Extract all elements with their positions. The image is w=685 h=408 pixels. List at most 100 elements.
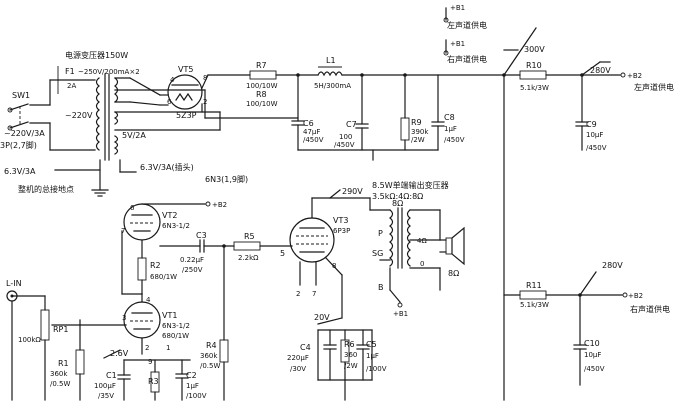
svg-text:/450V: /450V (334, 141, 355, 149)
svg-text:C2: C2 (186, 371, 197, 380)
svg-text:/35V: /35V (98, 392, 114, 400)
svg-text:/0.5W: /0.5W (50, 380, 70, 388)
svg-text:220μF: 220μF (287, 354, 309, 362)
svg-text:290V: 290V (342, 187, 363, 196)
svg-text:/450V: /450V (444, 136, 465, 144)
svg-text:6P3P: 6P3P (333, 227, 350, 235)
svg-text:VT5: VT5 (178, 65, 193, 74)
capacitor-c9: C9 10μF /450V (575, 74, 607, 152)
svg-text:R7: R7 (256, 61, 267, 70)
svg-text:2.2kΩ: 2.2kΩ (238, 254, 259, 262)
svg-text:680/1W: 680/1W (162, 332, 189, 340)
svg-text:C9: C9 (586, 120, 597, 129)
right-channel-supply: R11 5.1k/3W 280V +B2 右声道供电 C10 10μF /450… (503, 261, 670, 386)
svg-text:/100V: /100V (366, 365, 387, 373)
svg-text:R4: R4 (206, 341, 217, 350)
svg-text:~220V/3A: ~220V/3A (4, 129, 45, 138)
svg-text:6N3(1,9脚): 6N3(1,9脚) (205, 174, 248, 184)
svg-text:/2W: /2W (344, 362, 358, 370)
svg-text:R2: R2 (150, 261, 161, 270)
svg-text:47μF: 47μF (303, 128, 320, 136)
svg-text:SG: SG (372, 249, 383, 258)
filter-capacitors: C6 47μF /450V C7 100 /450V R9 390k /2W C… (291, 74, 465, 161)
svg-text:F1: F1 (65, 67, 75, 76)
vt1-cathode-network: 2.6V 9 C1 100μF /35V R3 C2 1μF /100V (94, 349, 207, 401)
svg-text:R3: R3 (148, 377, 159, 386)
svg-text:/450V: /450V (303, 136, 324, 144)
svg-text:390k: 390k (411, 128, 429, 136)
svg-text:3: 3 (122, 314, 126, 322)
svg-text:电源变压器150W: 电源变压器150W (65, 50, 128, 60)
svg-text:/450V: /450V (586, 144, 607, 152)
svg-text:L-IN: L-IN (6, 279, 22, 288)
svg-text:5.1k/3W: 5.1k/3W (520, 301, 549, 309)
svg-text:6.3V/3A: 6.3V/3A (4, 167, 36, 176)
svg-text:280V: 280V (602, 261, 623, 270)
svg-text:2: 2 (203, 98, 207, 106)
svg-text:280V: 280V (590, 66, 611, 75)
svg-text:C4: C4 (300, 343, 311, 352)
svg-text:/0.5W: /0.5W (200, 362, 220, 370)
svg-text:5Z3P: 5Z3P (176, 111, 197, 120)
svg-text:R10: R10 (526, 61, 542, 70)
svg-text:左声道供电: 左声道供电 (634, 82, 674, 92)
svg-text:右声道供电: 右声道供电 (630, 304, 670, 314)
svg-text:C10: C10 (584, 339, 600, 348)
tube-vt2: VT2 6N3-1/2 6 7 +B2 R2 680/1W (121, 201, 227, 295)
svg-text:P: P (378, 229, 383, 238)
svg-text:1: 1 (166, 344, 170, 352)
svg-text:+B2: +B2 (628, 292, 643, 300)
vt3-cathode-bias: 20V C4 220μF /30V R6 360 /2W C5 1μF /100… (287, 313, 387, 401)
input-stage: L-IN RP1 100kΩ R1 360k /0.5W (6, 279, 127, 401)
svg-text:R8: R8 (256, 90, 267, 99)
svg-text:VT1: VT1 (162, 311, 177, 320)
svg-text:6: 6 (130, 204, 135, 212)
svg-text:8.5W单端输出变压器: 8.5W单端输出变压器 (372, 180, 449, 190)
svg-text:/30V: /30V (290, 365, 306, 373)
svg-text:8Ω: 8Ω (448, 269, 459, 278)
svg-text:6N3-1/2: 6N3-1/2 (162, 322, 190, 330)
svg-text:0: 0 (420, 260, 424, 268)
svg-text:5: 5 (280, 249, 285, 258)
output-transformer: 8.5W单端输出变压器 3.5kΩ:4Ω:8Ω 8Ω 4Ω 0 P SG B +… (369, 180, 449, 318)
svg-text:/450V: /450V (584, 365, 605, 373)
svg-text:C3: C3 (196, 231, 207, 240)
svg-text:2.6V: 2.6V (110, 349, 129, 358)
svg-text:R1: R1 (58, 359, 69, 368)
svg-text:VT3: VT3 (333, 216, 348, 225)
svg-text:+B2: +B2 (212, 201, 227, 209)
coupling-c3-r5: C3 0.22μF /250V R5 2.2kΩ R4 360k /0.5W (159, 231, 293, 401)
svg-text:5H/300mA: 5H/300mA (314, 82, 351, 90)
svg-text:2: 2 (296, 290, 300, 298)
svg-text:6N3-1/2: 6N3-1/2 (162, 222, 190, 230)
svg-text:100/10W: 100/10W (246, 100, 278, 108)
choke-l1: L1 5H/300mA (314, 56, 351, 90)
svg-text:VT2: VT2 (162, 211, 177, 220)
resistor-r7-r8: R7 100/10W R8 100/10W (246, 61, 278, 108)
rectifier-vt5: VT5 4 6 8 2 5Z3P (159, 65, 209, 120)
svg-text:右声道供电: 右声道供电 (447, 54, 487, 64)
svg-text:~250V/200mA×2: ~250V/200mA×2 (78, 68, 140, 76)
svg-text:/2W: /2W (411, 136, 425, 144)
svg-text:100: 100 (339, 133, 352, 141)
svg-text:100kΩ: 100kΩ (18, 336, 41, 344)
svg-text:7: 7 (312, 290, 316, 298)
svg-text:680/1W: 680/1W (150, 273, 177, 281)
svg-text:左声道供电: 左声道供电 (447, 20, 487, 30)
tube-vt1: VT1 6N3-1/2 680/1W 3 4 2 1 (122, 293, 190, 355)
mains-input: SW1 ~220V/3A 3P(2,7脚) (0, 79, 96, 151)
tube-vt3: VT3 6P3P 5 8 2 7 290V (280, 187, 371, 319)
svg-text:4: 4 (146, 296, 151, 304)
svg-text:1μF: 1μF (186, 382, 199, 390)
svg-text:+B1: +B1 (450, 4, 465, 12)
svg-text:4Ω: 4Ω (417, 237, 427, 245)
b1-supply-top: +B1 左声道供电 +B1 右声道供电 300V (443, 4, 545, 401)
svg-text:8: 8 (203, 74, 207, 82)
svg-text:10μF: 10μF (584, 351, 601, 359)
svg-text:R5: R5 (244, 232, 255, 241)
svg-text:R6: R6 (344, 340, 355, 349)
svg-text:C8: C8 (444, 113, 455, 122)
svg-text:100/10W: 100/10W (246, 82, 278, 90)
svg-text:6: 6 (167, 98, 172, 106)
